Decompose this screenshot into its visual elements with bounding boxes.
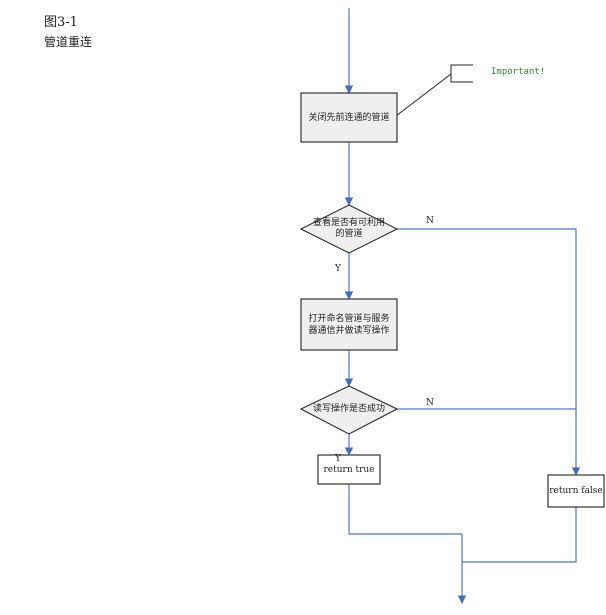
connector-true-merge bbox=[348, 484, 462, 535]
open-pipe-label: 打开命名管道与服务器通信并做读写操作 bbox=[308, 313, 390, 336]
return-false-box bbox=[547, 474, 605, 508]
close-pipe-label: 关闭先前连通的管道 bbox=[308, 112, 390, 123]
rw-success-diamond bbox=[299, 385, 399, 435]
figure-title: 图3-1 bbox=[44, 15, 78, 30]
return-true-label: return true bbox=[323, 464, 375, 475]
connector-false-merge bbox=[462, 507, 577, 563]
rw-success-label: 读写操作是否成功 bbox=[313, 403, 386, 414]
open-pipe-box bbox=[300, 298, 398, 351]
annotation-bracket bbox=[450, 64, 473, 83]
check-pipe-label: 查看是否有可利用的管道 bbox=[313, 218, 386, 239]
check-pipe-diamond bbox=[299, 204, 399, 254]
annotation-note: Important! bbox=[491, 67, 546, 77]
return-true-box bbox=[317, 454, 381, 485]
rw-success-no-label: N bbox=[426, 398, 434, 408]
return-false-label: return false bbox=[549, 486, 603, 496]
check-pipe-no-label: N bbox=[426, 216, 434, 226]
check-pipe-yes-label: Y bbox=[335, 264, 341, 274]
close-pipe-box bbox=[300, 92, 398, 143]
figure-subtitle: 管道重连 bbox=[44, 35, 93, 49]
connector-check-no bbox=[397, 228, 581, 476]
annotation-leader-line bbox=[395, 73, 452, 117]
rw-success-yes-label: Y bbox=[335, 454, 341, 464]
